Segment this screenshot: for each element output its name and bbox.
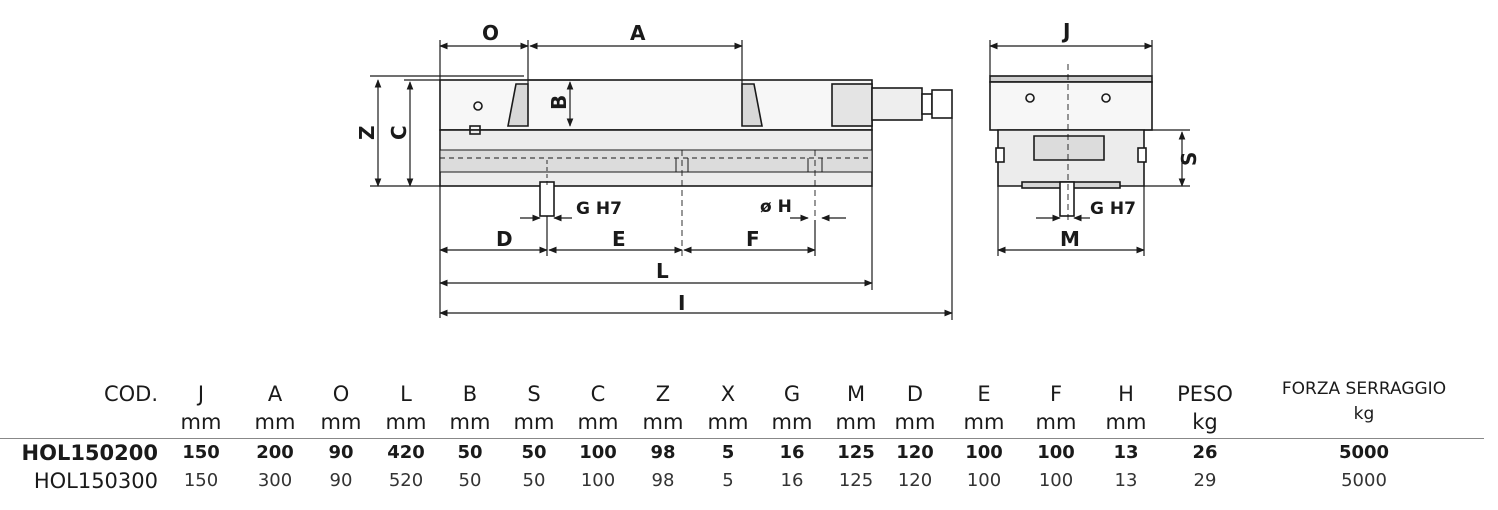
side-dimension-lines [370,40,953,320]
table-cell: 125 [838,470,874,491]
col-unit: mm [449,410,491,434]
row-code: HOL150300 [33,469,158,493]
table-cell: 13 [1114,470,1138,491]
label-o-h: ø H [760,197,792,217]
table-cell: 100 [1026,438,1086,467]
technical-drawing: O A B C Z G H7 ø H D E F L I J S G H7 M [355,19,1201,320]
col-key: C [590,382,606,406]
label-c: C [387,125,411,140]
table-cell: 5000 [1341,470,1387,491]
col-key: A [267,382,283,406]
table-cell: 100 [942,438,1026,467]
label-j: J [1061,19,1070,43]
table-cell: 16 [780,470,804,491]
table-cell: 50 [458,470,482,491]
table-cell: 420 [374,438,438,467]
col-key: F [1049,382,1063,406]
label-d: D [496,227,513,251]
col-key: D [906,382,924,406]
table-cell: 300 [257,470,293,491]
table-cell: 150 [160,438,242,467]
col-key: E [977,382,991,406]
table-cell: 98 [630,438,696,467]
col-unit: mm [771,410,813,434]
col-key: J [197,382,205,406]
col-key-force: FORZA SERRAGGIO [1281,379,1447,399]
col-unit: mm [513,410,555,434]
table-cell: 50 [502,438,566,467]
table-cell: 520 [388,470,424,491]
col-unit: mm [835,410,877,434]
label-o: O [482,21,499,45]
label-i: I [678,291,685,315]
col-key: B [462,382,478,406]
col-key: H [1118,382,1134,406]
table-cell: 120 [897,470,933,491]
col-unit: mm [707,410,749,434]
col-key: PESO [1177,382,1233,406]
col-unit: mm [642,410,684,434]
table-cell: 150 [183,470,219,491]
table-cell: 50 [438,438,502,467]
table-cell: 16 [760,438,824,467]
col-unit: mm [1035,410,1077,434]
table-cell: 90 [329,470,353,491]
col-unit: kg [1192,410,1218,434]
table-cell: 98 [651,470,675,491]
table-cell: 29 [1193,470,1217,491]
label-g-h7-right: G H7 [1090,199,1136,219]
col-key: L [400,382,412,406]
table-cell: 26 [1166,438,1244,467]
table-cell: 5 [696,438,760,467]
col-key: O [332,382,350,406]
table-row: HOL150200 150 200 90 420 50 50 100 98 5 … [0,438,1484,467]
col-unit: mm [577,410,619,434]
label-m: M [1060,227,1080,251]
table-cell: 90 [308,438,374,467]
header-row-units: mm mm mm mm mm mm mm mm mm mm mm mm mm m… [0,404,1484,439]
label-b: B [547,95,571,110]
row-code: HOL150200 [0,438,160,467]
table-cell: 13 [1086,438,1166,467]
table-row: HOL150300 150 300 90 520 50 50 100 98 5 … [0,467,1484,496]
col-unit-force: kg [1353,404,1375,424]
col-key: S [527,382,541,406]
col-key: X [720,382,736,406]
spec-table: COD. J A O L B S C Z X G M D E F H PESO … [0,380,1484,496]
col-unit: mm [320,410,362,434]
table-cell: 5 [722,470,734,491]
table-cell: 100 [566,438,630,467]
col-key: G [783,382,801,406]
table-cell: 125 [824,438,888,467]
col-unit: mm [963,410,1005,434]
table-cell: 100 [580,470,616,491]
label-f: F [746,227,760,251]
table-cell: 200 [242,438,308,467]
label-l: L [656,259,669,283]
dimension-labels: O A B C Z G H7 ø H D E F L I J S G H7 M [355,19,1201,315]
front-dimension-lines [989,40,1190,256]
col-key: Z [655,382,671,406]
col-key: M [846,382,866,406]
table-cell: 120 [888,438,942,467]
col-unit: mm [180,410,222,434]
label-g-h7-left: G H7 [576,199,622,219]
col-unit: mm [1105,410,1147,434]
table-cell: 50 [522,470,546,491]
col-unit: mm [894,410,936,434]
label-z: Z [355,125,379,140]
table-cell: 100 [966,470,1002,491]
col-unit: mm [254,410,296,434]
label-s: S [1177,152,1201,166]
code-header: COD. [103,382,158,406]
vise-side-view [439,79,953,260]
vise-front-view [989,64,1153,222]
label-e: E [612,227,626,251]
label-a: A [630,21,646,45]
header-row-keys: COD. J A O L B S C Z X G M D E F H PESO … [0,380,1484,408]
table-cell: 100 [1038,470,1074,491]
col-unit: mm [385,410,427,434]
table-cell: 5000 [1244,438,1484,467]
